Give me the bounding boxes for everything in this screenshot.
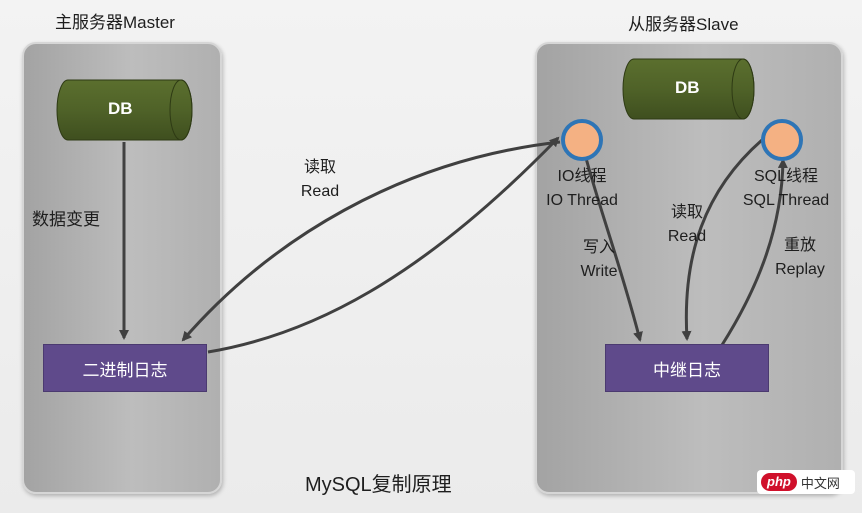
sql-thread-label-en: SQL Thread [742, 192, 830, 209]
link-read-cn: 读取 [303, 159, 336, 176]
sql-thread-label: SQL线程 SQL Thread [737, 165, 835, 213]
diagram-caption: MySQL复制原理 [305, 474, 452, 496]
slave-title: 从服务器Slave [628, 15, 739, 34]
master-title: 主服务器Master [55, 13, 175, 32]
write-arrow [584, 157, 643, 342]
link-read-label: 读取 Read [298, 156, 342, 204]
io-thread-circle [561, 119, 603, 161]
binlog-request-arrow [181, 140, 561, 342]
master-db-label: DB [108, 99, 133, 118]
replay-cn: 重放 [783, 237, 816, 254]
io-thread-label: IO线程 IO Thread [538, 165, 626, 213]
slave-read-label: 读取 Read [664, 201, 710, 249]
master-db-cylinder [56, 79, 193, 141]
data-change-label: 数据变更 [32, 210, 100, 229]
replay-arrow [720, 158, 788, 346]
write-label-en: Write [580, 263, 618, 280]
relaylog-box: 中继日志 [605, 344, 769, 392]
sql-read-arrow [681, 138, 763, 341]
io-thread-label-en: IO Thread [546, 192, 618, 209]
write-label-cn: 写入 [582, 239, 615, 256]
replay-en: Replay [775, 261, 825, 278]
slave-db-label: DB [675, 78, 700, 97]
php-logo: php [761, 473, 797, 491]
binlog-label: 二进制日志 [82, 360, 168, 380]
write-label: 写入 Write [574, 236, 624, 284]
watermark: php 中文网 [757, 470, 855, 494]
sql-thread-circle [761, 119, 803, 161]
link-read-en: Read [300, 183, 340, 200]
watermark-text: 中文网 [800, 475, 840, 491]
sql-thread-label-cn: SQL线程 [753, 168, 819, 185]
slave-read-en: Read [667, 228, 707, 245]
binlog-box: 二进制日志 [43, 344, 207, 392]
slave-read-cn: 读取 [670, 204, 703, 221]
slave-db-cylinder [622, 58, 755, 120]
relaylog-label: 中继日志 [653, 360, 721, 380]
replay-label: 重放 Replay [770, 234, 830, 282]
io-read-arrow [207, 136, 560, 354]
io-thread-label-cn: IO线程 [557, 168, 607, 185]
